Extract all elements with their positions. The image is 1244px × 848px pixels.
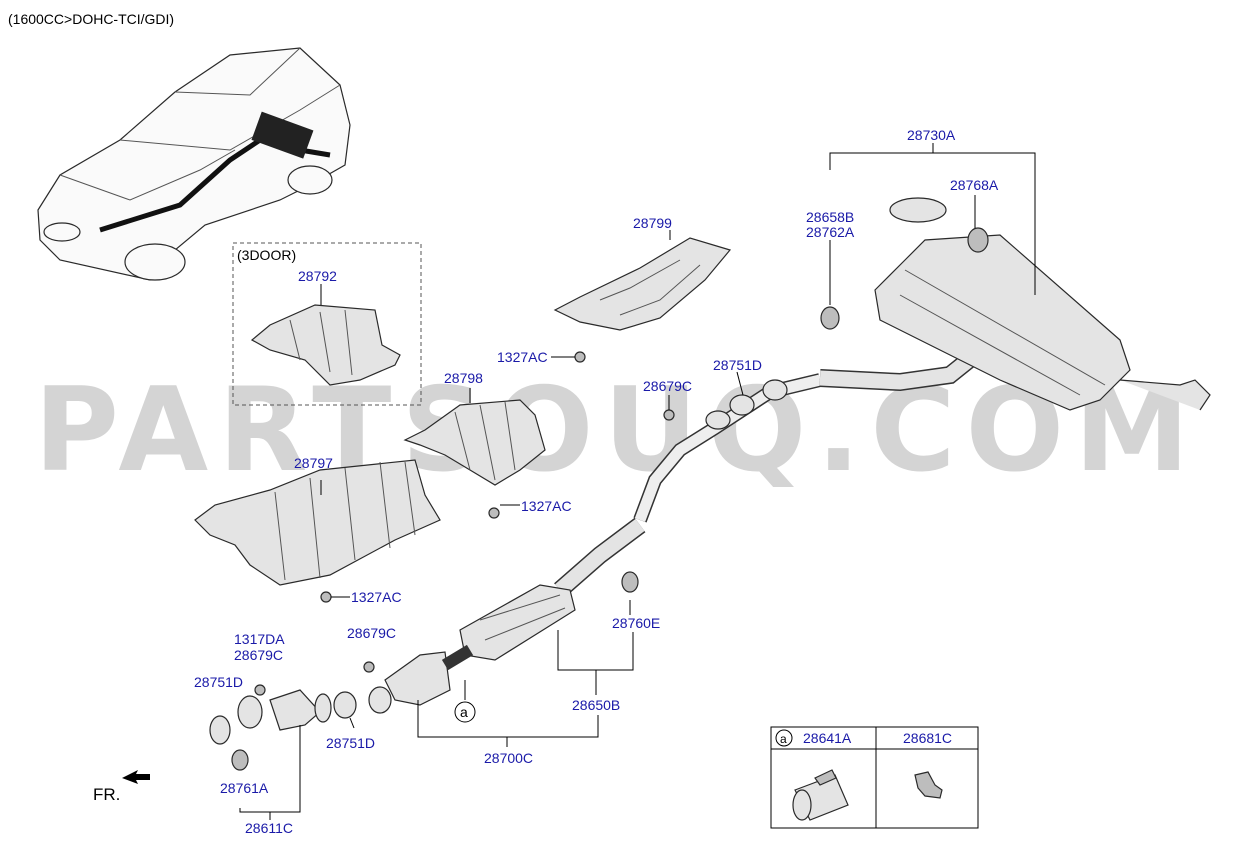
- front-pipe-28700C: [384, 644, 474, 706]
- legend-part-28681C[interactable]: 28681C: [903, 730, 952, 746]
- part-label-28761A[interactable]: 28761A: [220, 780, 269, 796]
- part-label-28798[interactable]: 28798: [444, 370, 483, 386]
- hanger-28658B: [820, 306, 840, 330]
- flex-pipe-28611C: [237, 689, 332, 731]
- legend-marker-circle: [775, 729, 793, 747]
- part-label-28730A[interactable]: 28730A: [907, 127, 956, 143]
- hanger-28761A: [231, 749, 249, 771]
- part-label-28797[interactable]: 28797: [294, 455, 333, 471]
- part-label-28611C[interactable]: 28611C: [245, 820, 293, 836]
- flange-rear: [762, 379, 788, 401]
- legend-marker-a: a: [780, 732, 787, 746]
- gasket-28751D-rear: [729, 394, 755, 416]
- hanger-28760E: [621, 571, 639, 593]
- part-label-28762A[interactable]: 28762A: [806, 224, 855, 240]
- nut-28679C-front: [363, 661, 375, 673]
- legend-part-28641A[interactable]: 28641A: [803, 730, 852, 746]
- flange-center: [705, 410, 731, 430]
- engine-spec-header: (1600CC>DOHC-TCI/GDI): [8, 11, 174, 27]
- clamp-28641A-icon: [792, 769, 849, 821]
- gasket-28751D-mid: [333, 691, 357, 719]
- nut-1327AC-top: [574, 351, 586, 363]
- front-arrow-icon: [122, 770, 150, 784]
- part-label-28650B[interactable]: 28650B: [572, 697, 620, 713]
- bracket-28681C-icon: [914, 771, 943, 799]
- part-label-28700C[interactable]: 28700C: [484, 750, 533, 766]
- nut-28679C-rear: [663, 409, 675, 421]
- leader-lines: [239, 143, 1036, 820]
- nut-1327AC-mid: [488, 507, 500, 519]
- callout-a-text: a: [460, 704, 468, 720]
- part-label-28679C-left[interactable]: 28679C: [234, 647, 283, 663]
- three-door-inset-box: [232, 242, 422, 406]
- part-label-28679C-front[interactable]: 28679C: [347, 625, 396, 641]
- heat-shield-28797: [194, 459, 441, 586]
- front-direction-label: FR.: [93, 785, 120, 804]
- watermark: PARTSOUQ.COM: [34, 363, 1200, 498]
- nut-28679C-left: [254, 684, 266, 696]
- part-label-1317DA[interactable]: 1317DA: [234, 631, 285, 647]
- part-label-1327AC-mid[interactable]: 1327AC: [521, 498, 572, 514]
- part-label-28799[interactable]: 28799: [633, 215, 672, 231]
- three-door-label: (3DOOR): [237, 247, 296, 263]
- part-label-28792[interactable]: 28792: [298, 268, 337, 284]
- part-label-28768A[interactable]: 28768A: [950, 177, 999, 193]
- part-label-28751D-rear[interactable]: 28751D: [713, 357, 762, 373]
- heat-shield-28799: [553, 237, 732, 331]
- part-label-28760E[interactable]: 28760E: [612, 615, 660, 631]
- flange-front-pipe: [368, 686, 392, 714]
- nut-1327AC-low: [320, 591, 332, 603]
- heat-shield-28792: [250, 304, 401, 386]
- hanger-28768A: [967, 227, 989, 253]
- rear-muffler-28730A: [874, 197, 1211, 411]
- part-label-28751D-mid[interactable]: 28751D: [326, 735, 375, 751]
- part-label-28679C-rear[interactable]: 28679C: [643, 378, 692, 394]
- part-label-1327AC-top[interactable]: 1327AC: [497, 349, 548, 365]
- car-illustration: [37, 47, 351, 281]
- gasket-28751D: [209, 715, 231, 745]
- part-label-1327AC-low[interactable]: 1327AC: [351, 589, 402, 605]
- callout-a-circle: [454, 701, 476, 723]
- part-label-28658B[interactable]: 28658B: [806, 209, 854, 225]
- part-label-28751D-left[interactable]: 28751D: [194, 674, 243, 690]
- legend-table: a 28641A 28681C: [770, 726, 979, 829]
- heat-shield-28798: [403, 399, 546, 486]
